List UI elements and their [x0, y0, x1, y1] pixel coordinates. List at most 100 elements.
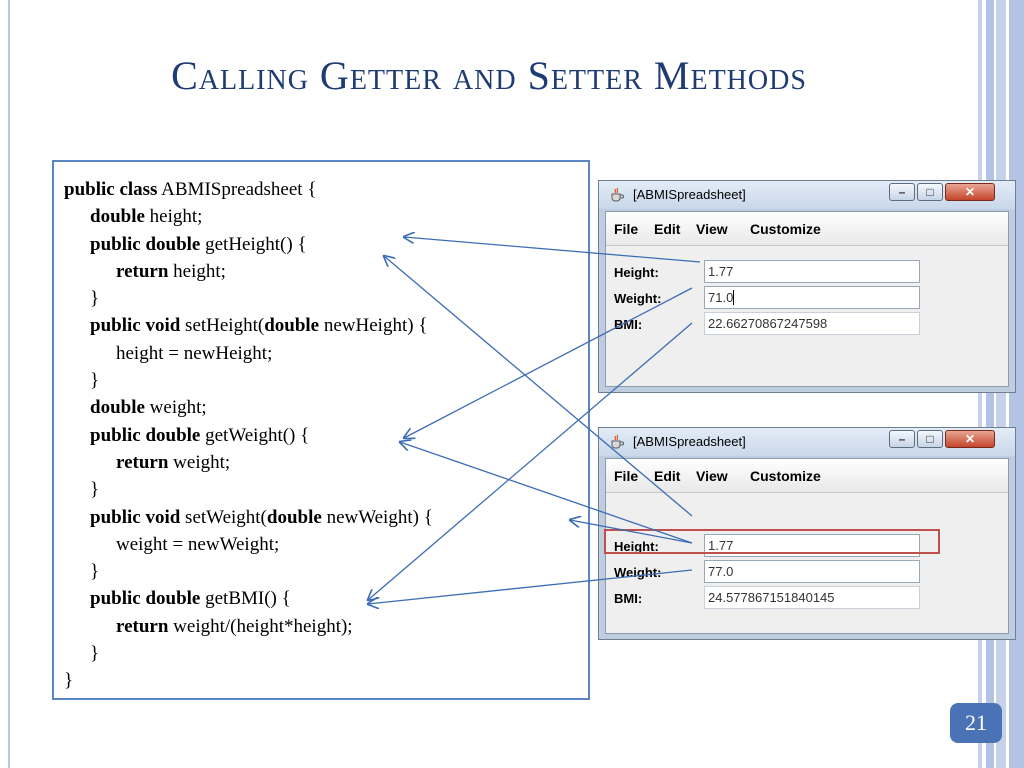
- maximize-button[interactable]: □: [917, 183, 943, 201]
- code-keyword: public double: [90, 233, 201, 255]
- code-keyword: double: [264, 315, 320, 337]
- code-text: }: [64, 670, 74, 692]
- code-keyword: public void: [90, 506, 181, 528]
- minimize-button[interactable]: –: [889, 183, 915, 201]
- code-line: public void setWeight(double newWeight) …: [64, 504, 578, 531]
- code-line: }: [64, 667, 578, 694]
- code-line: }: [64, 558, 578, 585]
- menu-bar: File Edit View Customize: [606, 212, 1008, 246]
- code-line: return weight/(height*height);: [64, 613, 578, 640]
- weight-field[interactable]: 71.0: [704, 286, 920, 309]
- code-text: weight = newWeight;: [116, 533, 280, 555]
- bmi-label: BMI:: [614, 591, 643, 606]
- bmi-value: 24.577867151840145: [708, 590, 835, 605]
- menu-customize[interactable]: Customize: [750, 468, 821, 484]
- code-line: }: [64, 285, 578, 312]
- code-line: }: [64, 640, 578, 667]
- code-text: newWeight) {: [321, 506, 433, 528]
- java-cup-icon: [611, 434, 624, 449]
- code-text: weight/(height*height);: [168, 615, 353, 637]
- code-text: weight;: [168, 451, 231, 473]
- code-text: ABMISpreadsheet {: [157, 179, 317, 200]
- code-keyword: return: [116, 451, 169, 473]
- window-client-area: File Edit View Customize Height: 1.77 We…: [605, 211, 1009, 387]
- left-border-line: [8, 0, 10, 768]
- menu-edit[interactable]: Edit: [654, 468, 681, 484]
- weight-row-highlight: [604, 529, 940, 554]
- code-keyword: double: [90, 397, 145, 419]
- code-line: weight = newWeight;: [64, 531, 578, 558]
- code-keyword: double: [266, 506, 322, 528]
- code-line: double weight;: [64, 394, 578, 421]
- abmi-window-top: [ABMISpreadsheet] – □ ✕ File Edit View C…: [598, 180, 1016, 393]
- height-field[interactable]: 1.77: [704, 534, 920, 557]
- page-number-badge: 21: [950, 703, 1002, 743]
- code-keyword: public double: [90, 588, 201, 610]
- weight-value: 77.0: [708, 564, 734, 579]
- height-field[interactable]: 1.77: [704, 260, 920, 283]
- code-text: }: [90, 479, 100, 501]
- code-line: public class ABMISpreadsheet {: [64, 176, 578, 203]
- height-value: 1.77: [708, 538, 734, 553]
- code-text: newHeight) {: [319, 315, 428, 337]
- code-keyword: public void: [90, 315, 181, 337]
- code-text: setHeight(: [180, 315, 265, 337]
- weight-value: 71.0: [708, 290, 734, 305]
- code-text: }: [90, 643, 100, 665]
- code-text: weight;: [144, 397, 207, 419]
- code-text: getHeight() {: [200, 233, 307, 255]
- height-value: 1.77: [708, 264, 734, 279]
- code-line: double height;: [64, 203, 578, 230]
- menu-customize[interactable]: Customize: [750, 221, 821, 237]
- code-keyword: public class: [64, 179, 158, 200]
- bmi-field: 22.66270867247598: [704, 312, 920, 335]
- menu-edit[interactable]: Edit: [654, 221, 681, 237]
- code-line: public double getHeight() {: [64, 231, 578, 258]
- code-keyword: return: [116, 615, 169, 637]
- code-text: setWeight(: [180, 506, 267, 528]
- weight-field[interactable]: 77.0: [704, 560, 920, 583]
- code-line: public double getWeight() {: [64, 422, 578, 449]
- bmi-value: 22.66270867247598: [708, 316, 828, 331]
- code-line: public void setHeight(double newHeight) …: [64, 312, 578, 339]
- text-cursor: [733, 290, 735, 305]
- code-text: height;: [168, 260, 226, 282]
- code-keyword: double: [90, 206, 145, 228]
- code-line: return height;: [64, 258, 578, 285]
- bmi-field: 24.577867151840145: [704, 586, 920, 609]
- code-keyword: return: [116, 260, 169, 282]
- code-text: height;: [144, 206, 203, 228]
- close-button[interactable]: ✕: [945, 183, 995, 201]
- menu-view[interactable]: View: [696, 221, 728, 237]
- maximize-button[interactable]: □: [917, 430, 943, 448]
- bmi-label: BMI:: [614, 317, 643, 332]
- menu-view[interactable]: View: [696, 468, 728, 484]
- java-cup-icon: [611, 187, 624, 202]
- code-keyword: public double: [90, 424, 201, 446]
- code-line: }: [64, 367, 578, 394]
- minimize-button[interactable]: –: [889, 430, 915, 448]
- menu-file[interactable]: File: [614, 221, 639, 237]
- window-titlebar[interactable]: [ABMISpreadsheet] – □ ✕: [599, 428, 1015, 456]
- menu-file[interactable]: File: [614, 468, 639, 484]
- code-listing: public class ABMISpreadsheet {double hei…: [52, 160, 590, 700]
- code-line: height = newHeight;: [64, 340, 578, 367]
- code-text: }: [90, 370, 100, 392]
- code-line: public double getBMI() {: [64, 585, 578, 612]
- slide-title: Calling Getter and Setter Methods: [171, 53, 807, 98]
- code-line: }: [64, 476, 578, 503]
- code-text: }: [90, 561, 100, 583]
- code-text: height = newHeight;: [116, 342, 273, 364]
- weight-label: Weight:: [614, 291, 662, 306]
- window-title: [ABMISpreadsheet]: [633, 187, 746, 202]
- code-text: getWeight() {: [200, 424, 310, 446]
- close-button[interactable]: ✕: [945, 430, 995, 448]
- code-line: return weight;: [64, 449, 578, 476]
- window-title: [ABMISpreadsheet]: [633, 434, 746, 449]
- height-label: Height:: [614, 265, 659, 280]
- weight-label: Weight:: [614, 565, 662, 580]
- code-text: getBMI() {: [200, 588, 291, 610]
- window-titlebar[interactable]: [ABMISpreadsheet] – □ ✕: [599, 181, 1015, 209]
- code-text: }: [90, 288, 100, 310]
- menu-bar: File Edit View Customize: [606, 459, 1008, 493]
